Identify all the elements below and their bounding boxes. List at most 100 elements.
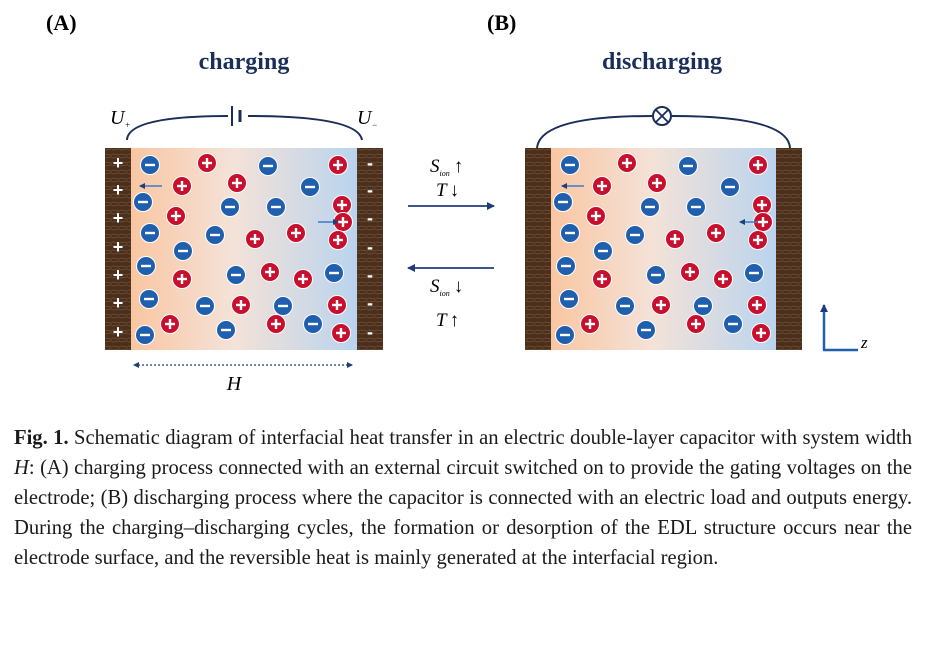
- right-electrode-b: [776, 148, 802, 350]
- battery-icon: [231, 106, 242, 126]
- anion-ion: [720, 177, 740, 197]
- anion-ion: [556, 256, 576, 276]
- electrode-minus-sign: -: [367, 293, 373, 313]
- anion-ion: [553, 192, 573, 212]
- caption-variable: H: [14, 457, 29, 479]
- entropy-label-top: Sion↑: [430, 156, 463, 178]
- anion-ion: [135, 325, 155, 345]
- anion-ion: [686, 197, 706, 217]
- circuit-wire-a: [126, 115, 229, 141]
- cation-ion: [166, 206, 186, 226]
- anion-ion: [560, 155, 580, 175]
- ions-panel-a: [133, 153, 353, 345]
- electrode-minus-sign: -: [367, 208, 373, 228]
- anion-ion: [136, 256, 156, 276]
- anion-ion: [266, 197, 286, 217]
- anion-ion: [205, 225, 225, 245]
- electrode-plus-sign: +: [113, 208, 124, 228]
- electrode-plus-sign: +: [113, 180, 124, 200]
- z-axis-indicator: [820, 304, 858, 352]
- anion-ion: [220, 197, 240, 217]
- anion-ion: [593, 241, 613, 261]
- anion-ion: [723, 314, 743, 334]
- panel-a-title: charging: [199, 49, 290, 75]
- cation-ion: [260, 262, 280, 282]
- anion-ion: [625, 225, 645, 245]
- electrode-minus-sign: -: [367, 265, 373, 285]
- electrode-plus-signs: +++++++: [113, 153, 124, 342]
- electrode-minus-sign: -: [367, 153, 373, 173]
- anion-ion: [693, 296, 713, 316]
- anion-ion: [744, 263, 764, 283]
- anion-ion: [300, 177, 320, 197]
- anion-ion: [258, 156, 278, 176]
- electrode-plus-sign: +: [113, 293, 124, 313]
- cation-ion: [617, 153, 637, 173]
- anion-ion: [646, 265, 666, 285]
- cation-ion: [580, 314, 600, 334]
- cation-ion: [751, 323, 771, 343]
- circuit-wire-b-right: [671, 115, 791, 149]
- panel-b-title: discharging: [602, 49, 722, 75]
- cation-ion: [245, 229, 265, 249]
- anion-ion: [195, 296, 215, 316]
- circuit-wire-a-right: [247, 115, 363, 141]
- electrode-minus-sign: -: [367, 237, 373, 257]
- anion-ion: [173, 241, 193, 261]
- circuit-wire-b: [536, 115, 653, 149]
- load-icon: [652, 106, 672, 126]
- anion-ion: [324, 263, 344, 283]
- anion-ion: [678, 156, 698, 176]
- cation-ion: [231, 295, 251, 315]
- anion-ion: [216, 320, 236, 340]
- anion-ion: [560, 223, 580, 243]
- ions-panel-b: [553, 153, 773, 345]
- cation-ion: [328, 230, 348, 250]
- anion-ion: [226, 265, 246, 285]
- electrode-minus-sign: -: [367, 180, 373, 200]
- cation-ion: [197, 153, 217, 173]
- anion-ion: [640, 197, 660, 217]
- cation-ion: [747, 295, 767, 315]
- cation-ion: [160, 314, 180, 334]
- cation-ion: [328, 155, 348, 175]
- cation-ion: [752, 195, 772, 215]
- anion-ion: [559, 289, 579, 309]
- anion-ion: [555, 325, 575, 345]
- caption-text: Schematic diagram of interfacial heat tr…: [68, 427, 912, 449]
- cation-ion: [680, 262, 700, 282]
- positive-electrode-a: [105, 148, 131, 350]
- anion-ion: [133, 192, 153, 212]
- cation-ion: [266, 314, 286, 334]
- cation-ion: [706, 223, 726, 243]
- cation-ion: [227, 173, 247, 193]
- cation-ion: [293, 269, 313, 289]
- voltage-plus-label: U+: [110, 107, 131, 130]
- cation-ion: [592, 176, 612, 196]
- cation-ion: [748, 230, 768, 250]
- cation-ion: [686, 314, 706, 334]
- z-axis-label: z: [860, 333, 868, 352]
- anion-ion: [140, 155, 160, 175]
- electrode-plus-sign: +: [113, 237, 124, 257]
- cation-ion: [592, 269, 612, 289]
- anion-ion: [140, 223, 160, 243]
- cation-ion: [331, 323, 351, 343]
- cation-ion: [586, 206, 606, 226]
- schematic-figure: (A) (B) charging discharging U+ U− +++++…: [46, 10, 868, 395]
- anion-ion: [273, 296, 293, 316]
- cation-ion: [748, 155, 768, 175]
- electrode-plus-sign: +: [113, 322, 124, 342]
- left-electrode-b: [525, 148, 551, 350]
- cation-ion: [286, 223, 306, 243]
- entropy-label-bottom: Sion↓: [430, 276, 463, 298]
- caption-label: Fig. 1.: [14, 427, 69, 449]
- width-label: H: [226, 373, 243, 395]
- cation-ion: [651, 295, 671, 315]
- panel-a-label: (A): [46, 10, 77, 35]
- electrode-plus-sign: +: [113, 265, 124, 285]
- cation-ion: [172, 269, 192, 289]
- cation-ion: [647, 173, 667, 193]
- caption-text-cont: : (A) charging process connected with an…: [14, 457, 912, 569]
- cation-ion: [713, 269, 733, 289]
